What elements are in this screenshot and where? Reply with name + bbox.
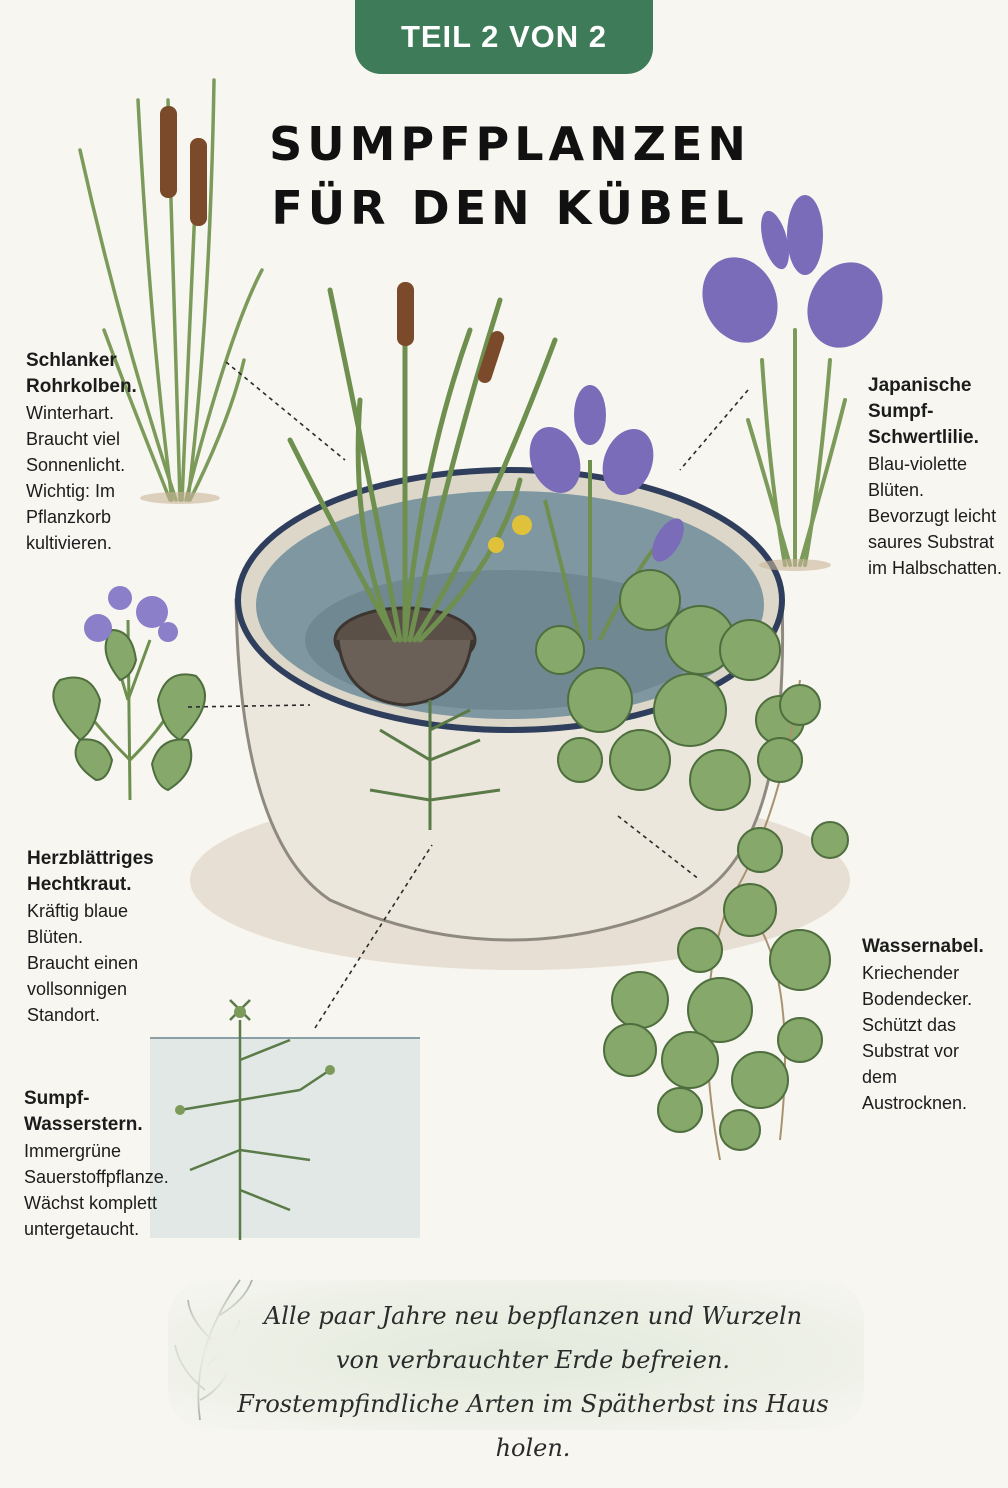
iris-standalone: [746, 328, 847, 567]
care-note: Alle paar Jahre neu bepflanzen und Wurze…: [168, 1272, 864, 1462]
leader-lines: [187, 361, 749, 1029]
title-line-1: SUMPFPLANZEN: [269, 117, 751, 171]
plant-description: Winterhart. Braucht viel Sonnenlicht. Wi…: [26, 403, 126, 553]
note-line-2: von verbrauchter Erde befreien.: [335, 1346, 731, 1374]
tub-illustration: [234, 467, 785, 942]
label-hechtkraut: Herzblättriges Hechtkraut. Kräftig blaue…: [27, 846, 154, 1028]
plant-name: Schlanker Rohrkolben.: [26, 350, 137, 397]
pickerelweed-standalone: [52, 586, 206, 801]
note-line-1: Alle paar Jahre neu bepflanzen und Wurze…: [263, 1302, 803, 1330]
iris-flower-in-tub: [529, 385, 684, 562]
waterstar-in-tub: [369, 700, 501, 830]
label-schwertlilie: Japanische Sumpf- Schwertlilie. Blau-vio…: [868, 373, 1002, 581]
iris-ground: [759, 559, 831, 571]
label-rohrkolben: Schlanker Rohrkolben. Winterhart. Brauch…: [26, 348, 137, 556]
pennywort-in-tub: [535, 569, 805, 811]
part-badge: TEIL 2 VON 2: [355, 0, 653, 74]
note-background: [168, 1280, 864, 1430]
cattail-head: [160, 106, 177, 198]
cattail-in-tub: [287, 287, 558, 643]
label-wassernabel: Wassernabel. Kriechender Bodendecker. Sc…: [862, 934, 984, 1116]
waterstar-standalone: [150, 999, 420, 1240]
cattail-head: [477, 330, 505, 384]
iris-flower-standalone: [702, 195, 883, 348]
plant-name: Sumpf- Wasserstern.: [24, 1088, 143, 1135]
title-line-2: FÜR DEN KÜBEL: [271, 181, 749, 235]
cattail-head: [397, 282, 414, 346]
note-line-3: Frostempfindliche Arten im Spätherbst in…: [237, 1390, 829, 1462]
plant-name: Herzblättriges Hechtkraut.: [27, 848, 154, 895]
cattail-head: [190, 138, 207, 226]
label-wasserstern: Sumpf- Wasserstern. Immergrüne Sauerstof…: [24, 1086, 169, 1242]
plant-description: Kriechender Bodendecker. Schützt das Sub…: [862, 963, 973, 1113]
plant-description: Immergrüne Sauerstoffpflanze. Wächst kom…: [24, 1141, 169, 1239]
plant-name: Wassernabel.: [862, 936, 984, 957]
cattail-ground: [140, 492, 220, 504]
yellow-flowers: [488, 515, 532, 553]
pennywort-standalone: [603, 679, 849, 1161]
plant-description: Blau-violette Blüten. Bevorzugt leicht s…: [868, 454, 1003, 578]
plant-description: Kräftig blaue Blüten. Braucht einen voll…: [27, 901, 139, 1025]
page-title: SUMPFPLANZEN FÜR DEN KÜBEL: [240, 112, 780, 240]
plant-name: Japanische Sumpf- Schwertlilie.: [868, 375, 979, 448]
note-text: Alle paar Jahre neu bepflanzen und Wurze…: [208, 1294, 858, 1470]
